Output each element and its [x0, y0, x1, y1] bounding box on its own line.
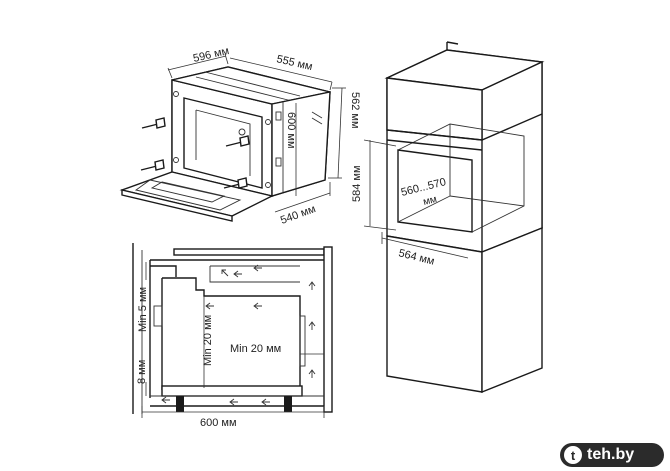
dim-min-side-gap: Min 20 мм — [202, 315, 214, 366]
foot — [176, 396, 184, 412]
dim-front-height: 600 мм — [285, 112, 297, 149]
foot — [284, 396, 292, 412]
screw-icon — [140, 159, 165, 171]
oven-isometric — [119, 53, 346, 222]
dim-width-outer: 596 мм — [192, 45, 230, 65]
hob — [173, 248, 325, 256]
cabinet-isometric — [363, 41, 545, 394]
screw-icon — [223, 177, 248, 189]
dim-cabinet-width: 600 мм — [200, 417, 237, 429]
dim-bottom-gap: 8 мм — [136, 360, 148, 384]
logo-text: teh.by — [587, 446, 635, 463]
screw-icon — [141, 117, 166, 129]
dim-min-back-gap: Min 20 мм — [230, 343, 281, 355]
dim-niche-height: 584 мм — [351, 165, 363, 202]
screw-icon — [225, 135, 250, 147]
dim-niche-width-unit: мм — [422, 194, 438, 208]
dim-min-top-gap: Min 5 мм — [137, 287, 149, 332]
dim-height-outer: 562 мм — [349, 92, 361, 129]
dim-depth-body: 540 мм — [279, 203, 317, 227]
oven-cavity — [183, 97, 263, 189]
control-panel — [153, 305, 163, 327]
back-wall — [323, 246, 333, 413]
section-view — [132, 243, 333, 418]
teh-by-logo[interactable]: t teh.by — [560, 443, 664, 467]
airflow-arrow-icon — [161, 264, 316, 406]
bottom-shelf — [161, 385, 303, 397]
oven-side — [271, 91, 331, 197]
t-logo-icon: t — [564, 446, 582, 464]
